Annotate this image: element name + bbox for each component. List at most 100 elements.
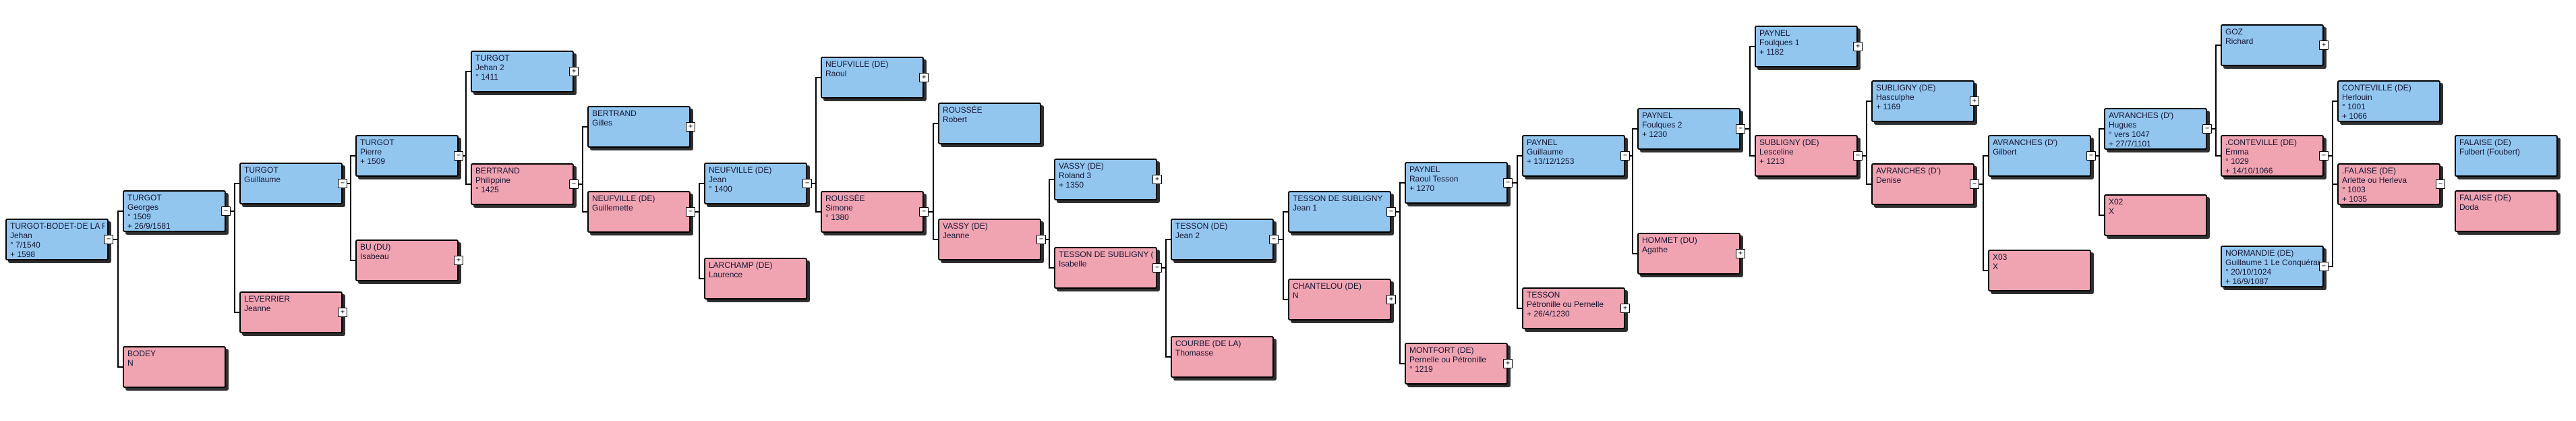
person-firstname: Emma xyxy=(2225,147,2249,157)
person-firstname: Gilbert xyxy=(1993,147,2017,157)
collapse-button[interactable]: − xyxy=(1386,207,1396,217)
collapse-button[interactable]: − xyxy=(338,179,347,188)
expand-button[interactable]: + xyxy=(1152,175,1162,184)
collapse-button[interactable]: − xyxy=(2319,151,2329,161)
person-box-hommet_agathe[interactable]: HOMMET (DU)Agathe xyxy=(1637,233,1740,275)
collapse-button[interactable]: − xyxy=(454,151,463,161)
expand-button[interactable]: + xyxy=(2319,40,2329,50)
expand-button[interactable]: + xyxy=(1736,249,1745,258)
person-firstname: Lesceline xyxy=(1759,147,1794,157)
person-box-subligny_hasculphe[interactable]: SUBLIGNY (DE)Hasculphe+ 1169 xyxy=(1871,80,1974,122)
person-box-subligny_lesceline[interactable]: SUBLIGNY (DE)Lesceline+ 1213 xyxy=(1755,135,1858,177)
expand-button[interactable]: + xyxy=(1503,359,1513,368)
collapse-button[interactable]: − xyxy=(1269,235,1279,244)
person-box-vassy_roland3[interactable]: VASSY (DE)Roland 3+ 1350 xyxy=(1054,159,1157,200)
person-box-montfort_pernelle[interactable]: MONTFORT (DE)Pernelle ou Pétronille° 121… xyxy=(1405,343,1508,385)
collapse-button[interactable]: − xyxy=(1853,151,1863,161)
collapse-button[interactable]: − xyxy=(1503,178,1513,188)
person-firstname: Guillaume xyxy=(1527,147,1564,157)
person-box-conteville_herlouin[interactable]: CONTEVILLE (DE)Herlouin° 1001+ 1066 xyxy=(2337,80,2440,122)
person-box-avranches_hugues[interactable]: AVRANCHES (D')Hugues° vers 1047+ 27/7/11… xyxy=(2104,108,2207,150)
person-box-neufville_jean[interactable]: NEUFVILLE (DE)Jean° 1400 xyxy=(704,163,807,204)
person-box-falaise_doda[interactable]: FALAISE (DE)Doda xyxy=(2455,190,2558,232)
person-box-conteville_emma[interactable]: .CONTEVILLE (DE)Emma° 1029+ 14/10/1066 xyxy=(2221,135,2324,177)
expand-button[interactable]: + xyxy=(338,308,347,317)
person-box-larchamp_laurence[interactable]: LARCHAMP (DE)Laurence xyxy=(704,258,807,300)
person-date: + 27/7/1101 xyxy=(2109,139,2151,148)
person-box-bu_du_isabeau[interactable]: BU (DU)Isabeau xyxy=(355,240,459,281)
person-box-tesson_jean2[interactable]: TESSON (DE)Jean 2 xyxy=(1171,219,1274,260)
collapse-button[interactable]: − xyxy=(1036,235,1046,244)
collapse-button[interactable]: − xyxy=(1620,151,1630,161)
family-connector-father-stub xyxy=(2332,101,2337,102)
expand-button[interactable]: + xyxy=(1853,42,1863,51)
collapse-button[interactable]: − xyxy=(2086,151,2096,161)
expand-button[interactable]: + xyxy=(1970,96,1979,106)
collapse-button[interactable]: − xyxy=(1970,179,1979,189)
person-box-falaise_fulbert[interactable]: FALAISE (DE)Fulbert (Foubert) xyxy=(2455,135,2558,177)
collapse-button[interactable]: − xyxy=(2436,179,2445,189)
person-date: ° 1029 xyxy=(2225,157,2249,166)
expand-button[interactable]: + xyxy=(569,67,579,76)
collapse-button[interactable]: − xyxy=(802,179,812,188)
collapse-button[interactable]: − xyxy=(221,206,231,216)
person-surname: X02 xyxy=(2109,197,2124,206)
person-firstname: Pierre xyxy=(360,147,382,157)
person-surname: FALAISE (DE) xyxy=(2459,138,2511,147)
expand-button[interactable]: + xyxy=(919,73,929,82)
collapse-button[interactable]: − xyxy=(2319,262,2329,271)
person-box-avranches_gilbert[interactable]: AVRANCHES (D')Gilbert xyxy=(1988,135,2091,177)
person-date: ° 7/1540 xyxy=(10,240,40,250)
person-surname: NEUFVILLE (DE) xyxy=(709,165,772,175)
person-firstname: Richard xyxy=(2225,36,2254,46)
person-date: + 1598 xyxy=(10,250,36,259)
family-connector-father-stub xyxy=(1866,101,1871,102)
collapse-button[interactable]: − xyxy=(569,179,579,189)
expand-button[interactable]: + xyxy=(1620,304,1630,313)
collapse-button[interactable]: − xyxy=(1736,124,1745,134)
person-box-neufville_guillemette[interactable]: NEUFVILLE (DE)Guillemette xyxy=(587,191,691,233)
person-box-vassy_jeanne[interactable]: VASSY (DE)Jeanne xyxy=(938,219,1041,260)
person-box-avranches_denise[interactable]: AVRANCHES (D')Denise xyxy=(1871,163,1974,205)
person-box-normandie_guillaume1[interactable]: NORMANDIE (DE)Guillaume 1 Le Conquéran° … xyxy=(2221,246,2324,287)
expand-button[interactable]: + xyxy=(454,256,463,265)
person-firstname: Isabeau xyxy=(360,252,389,261)
person-box-falaise_arlette[interactable]: .FALAISE (DE)Arlette ou Herleva° 1003+ 1… xyxy=(2337,163,2440,205)
person-firstname: Roland 3 xyxy=(1059,171,1092,180)
expand-button[interactable]: + xyxy=(686,122,695,132)
family-connector-father-stub xyxy=(1049,179,1054,180)
person-box-chantelou_n[interactable]: CHANTELOU (DE)N xyxy=(1288,279,1391,320)
collapse-button[interactable]: − xyxy=(2202,124,2212,134)
collapse-button[interactable]: − xyxy=(686,207,695,217)
person-surname: TESSON DE SUBLIGNY (DE xyxy=(1059,250,1153,259)
collapse-button[interactable]: − xyxy=(104,235,113,244)
expand-button[interactable]: + xyxy=(1386,295,1396,304)
person-box-tesson_subligny_isabelle[interactable]: TESSON DE SUBLIGNY (DEIsabelle xyxy=(1054,247,1157,289)
collapse-button[interactable]: − xyxy=(1152,263,1162,273)
family-connector-father-stub xyxy=(1283,211,1288,213)
person-box-neufville_raoul[interactable]: NEUFVILLE (DE)Raoul xyxy=(821,57,924,99)
person-box-courbe_thomasse[interactable]: COURBE (DE LA)Thomasse xyxy=(1171,336,1274,378)
collapse-button[interactable]: − xyxy=(919,207,929,217)
